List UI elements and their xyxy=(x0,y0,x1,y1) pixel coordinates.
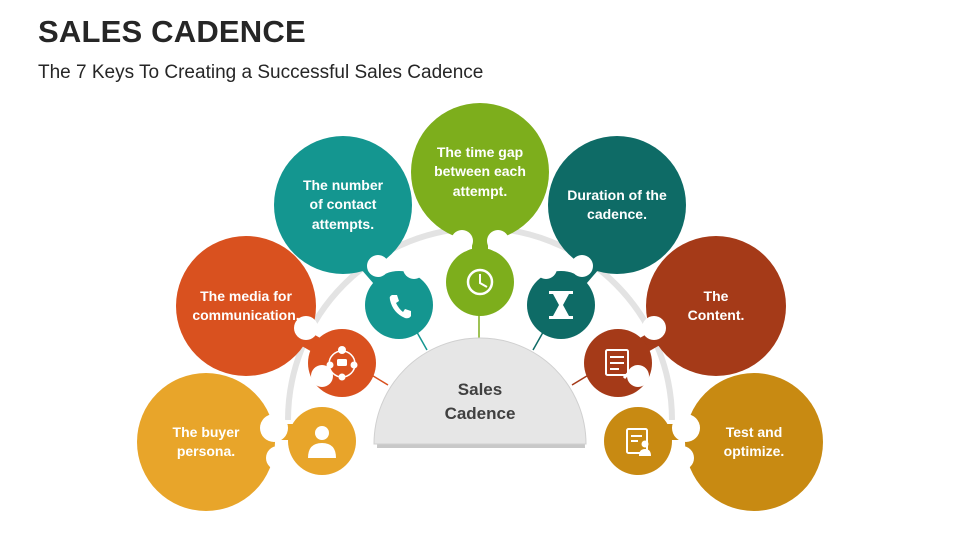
key-7-text: Test and optimize. xyxy=(723,423,785,459)
document-edit-icon xyxy=(605,349,635,380)
key-3-contact-attempts xyxy=(274,136,433,339)
key-2-text: The media for communication. xyxy=(192,287,300,323)
key-3-text: The number of contact attempts. xyxy=(302,177,384,232)
slide-title: SALES CADENCE xyxy=(38,14,306,49)
key-2-media xyxy=(176,236,376,397)
key-5-duration xyxy=(527,136,686,339)
people-network-icon xyxy=(326,346,358,381)
center-label-line1: Sales xyxy=(457,380,503,400)
key-5-text: Duration of the cadence. xyxy=(567,186,667,222)
hourglass-icon xyxy=(549,291,573,319)
key-1-buyer-persona xyxy=(137,373,356,511)
user-icon xyxy=(308,426,336,458)
key-1-text: The buyer persona. xyxy=(172,423,240,459)
checklist-user-icon xyxy=(626,428,651,456)
center-label-line2: Cadence xyxy=(444,404,516,423)
phone-icon xyxy=(389,295,411,319)
key-4-text: The time gap between each attempt. xyxy=(434,144,526,199)
clock-icon xyxy=(466,268,494,296)
center-hub xyxy=(373,337,587,448)
slide-subtitle: The 7 Keys To Creating a Successful Sale… xyxy=(38,62,484,83)
key-6-text: The Content. xyxy=(687,287,745,323)
